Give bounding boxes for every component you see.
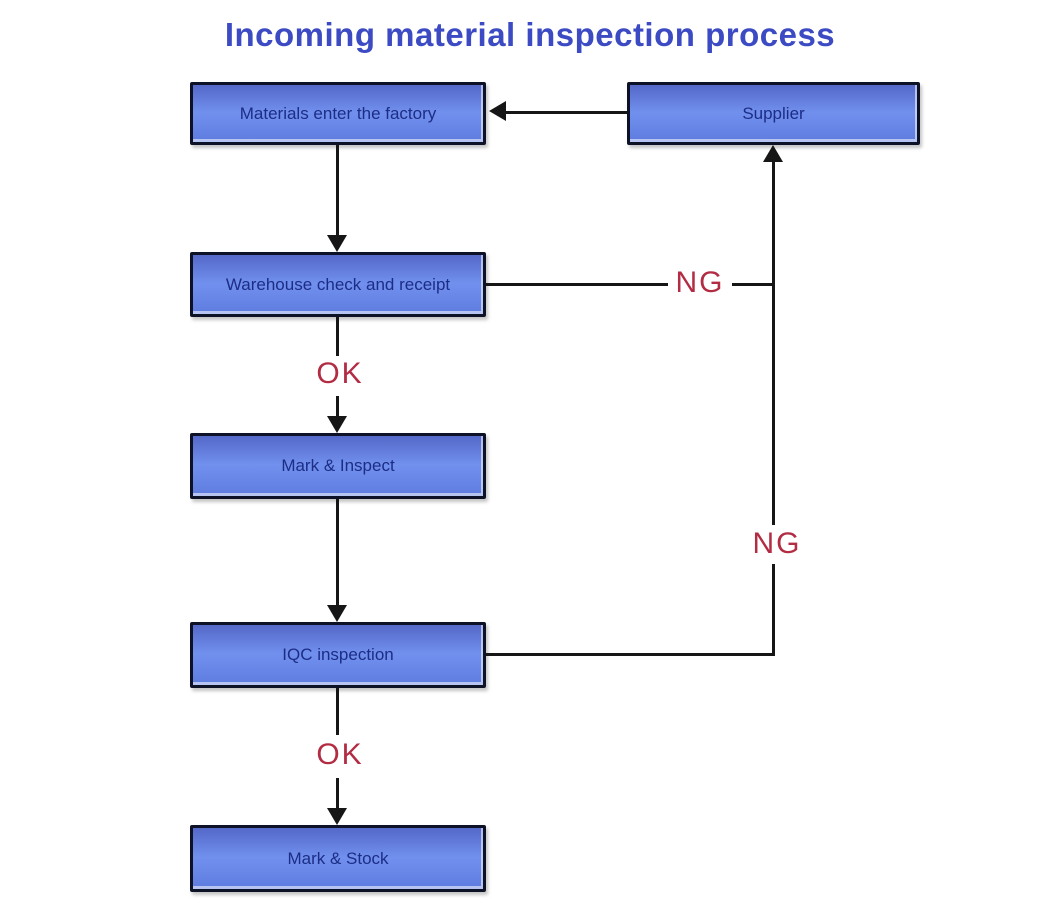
- edge-label-ok: OK: [306, 737, 374, 773]
- connector-supplier-to-materials: [506, 111, 627, 114]
- connector-ng-to-riser: [723, 283, 775, 286]
- node-label: Materials enter the factory: [239, 103, 437, 123]
- arrowhead-up-icon: [763, 145, 783, 162]
- edge-label-ng: NG: [745, 526, 809, 562]
- node-mark-inspect: Mark & Inspect: [190, 433, 486, 499]
- connector-iqc-riser-segment: [772, 564, 775, 656]
- arrowhead-down-icon: [327, 605, 347, 622]
- node-iqc-inspection: IQC inspection: [190, 622, 486, 688]
- connector-warehouse-to-ng: [486, 283, 672, 286]
- arrowhead-down-icon: [327, 235, 347, 252]
- arrowhead-down-icon: [327, 808, 347, 825]
- connector-ok-to-mark-inspect: [336, 396, 339, 420]
- connector-materials-to-warehouse: [336, 145, 339, 237]
- node-label: IQC inspection: [282, 645, 394, 664]
- node-warehouse-check-receipt: Warehouse check and receipt: [190, 252, 486, 317]
- edge-label-ok: OK: [306, 356, 374, 392]
- page-title: Incoming material inspection process: [224, 16, 836, 53]
- node-label: Warehouse check and receipt: [225, 274, 451, 294]
- node-supplier: Supplier: [627, 82, 920, 145]
- arrowhead-down-icon: [327, 416, 347, 433]
- connector-ok-to-mark-stock: [336, 778, 339, 811]
- node-label: Mark & Inspect: [281, 456, 395, 475]
- node-materials-enter-factory: Materials enter the factory: [190, 82, 486, 145]
- node-label: Mark & Stock: [287, 848, 389, 868]
- edge-label-ng: NG: [668, 265, 732, 301]
- connector-warehouse-to-ok: [336, 317, 339, 356]
- connector-riser-to-supplier: [772, 161, 775, 525]
- node-mark-stock: Mark & Stock: [190, 825, 486, 892]
- connector-iqc-to-riser: [486, 653, 775, 656]
- node-label: Supplier: [742, 103, 805, 123]
- connector-iqc-to-ok: [336, 688, 339, 735]
- connector-mark-inspect-to-iqc: [336, 499, 339, 607]
- arrowhead-left-icon: [489, 101, 506, 121]
